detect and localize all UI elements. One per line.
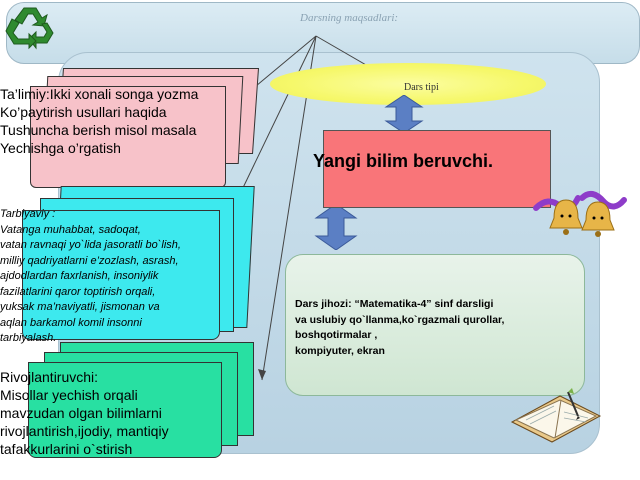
- goal-upbringing-text: Tarbiyaviy : Vatanga muhabbat, sadoqat, …: [0, 208, 181, 344]
- double-arrow-icon: [314, 204, 358, 250]
- goal-developmental-text: Rivojlantiruvchi: Misollar yechish orqal…: [0, 369, 169, 457]
- goal-sheet-front: [28, 362, 222, 458]
- recycle-icon: [5, 7, 54, 50]
- open-book-icon: [510, 388, 602, 443]
- bells-icon: [533, 190, 627, 237]
- goal-educational-text: Ta’limiy:Ikki xonali songa yozma Ko’payt…: [0, 86, 199, 156]
- equipment-panel: [285, 254, 585, 396]
- header-title: Darsning maqsadlari:: [300, 12, 399, 24]
- goal-sheet-front: [30, 86, 226, 188]
- equipment-text: Dars jihozi: “Matematika-4” sinf darslig…: [295, 298, 505, 357]
- lesson-type-value: Yangi bilim beruvchi.: [313, 151, 494, 171]
- lesson-type-box: [323, 130, 551, 208]
- goal-sheet-front: [22, 210, 220, 340]
- lesson-type-label: Dars tipi: [404, 82, 439, 93]
- line-to-goal-1: [255, 35, 317, 87]
- double-arrow-icon: [384, 95, 424, 133]
- line-to-goal-2: [239, 35, 317, 195]
